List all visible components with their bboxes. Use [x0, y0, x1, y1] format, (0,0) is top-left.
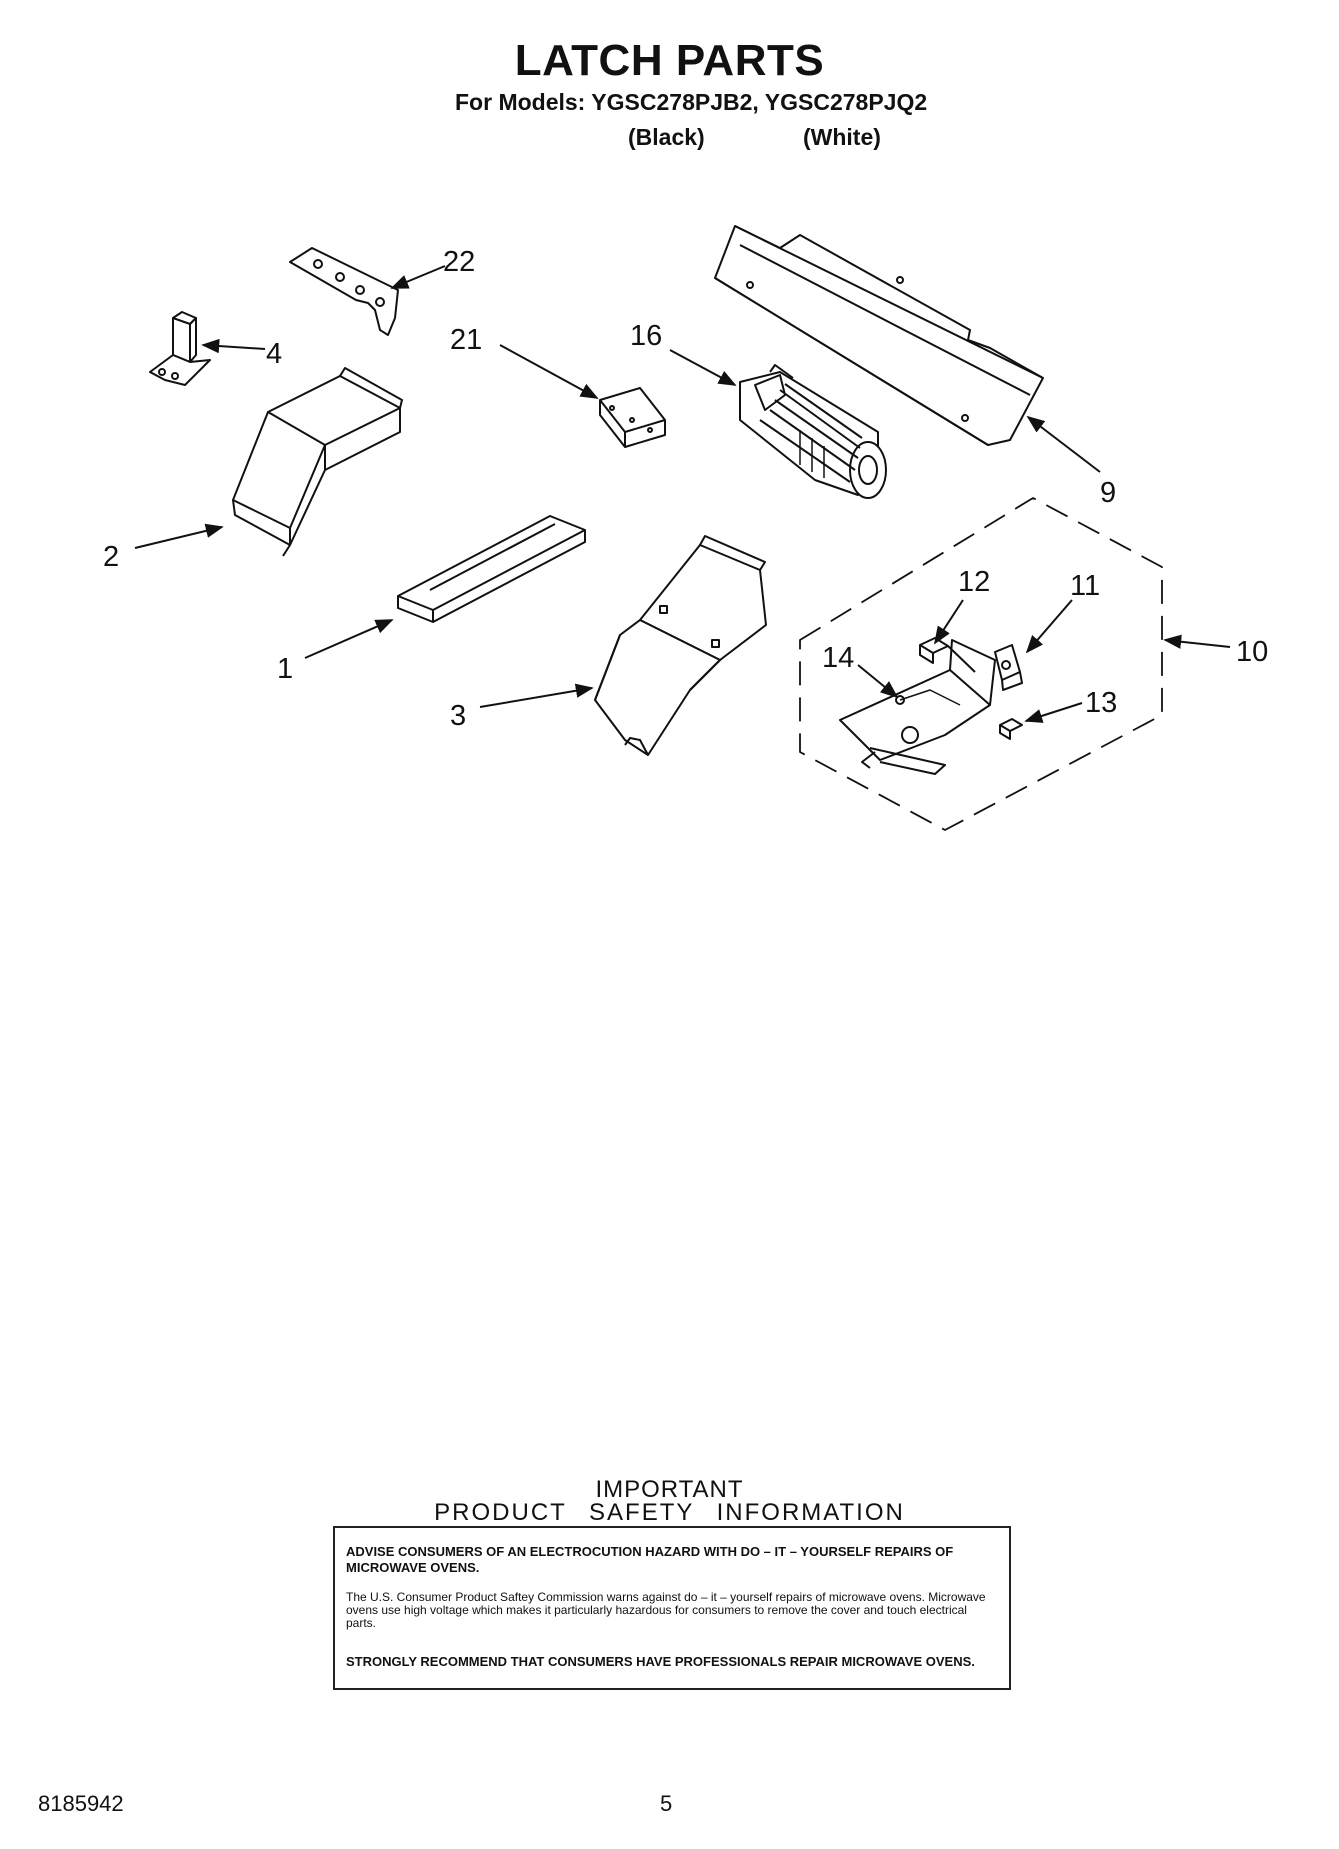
callout-22: 22 — [443, 246, 475, 278]
document-number: 8185942 — [38, 1791, 124, 1816]
callout-3: 3 — [450, 700, 466, 732]
part-13-switch — [999, 718, 1023, 740]
callout-11: 11 — [1070, 570, 1100, 602]
part-1-strip — [397, 515, 586, 623]
part-2-duct — [232, 367, 403, 557]
part-21-block — [599, 387, 666, 448]
page-number: 5 — [660, 1791, 673, 1816]
safety-body-text: The U.S. Consumer Product Saftey Commiss… — [346, 1590, 986, 1630]
part-11-switch — [994, 644, 1023, 691]
safety-section-title: PRODUCT SAFETY INFORMATION — [434, 1499, 905, 1526]
callout-16: 16 — [630, 320, 662, 352]
callout-leaders — [134, 265, 1231, 723]
callout-1: 1 — [277, 653, 293, 685]
color-label-white: (White) — [803, 124, 881, 150]
part-3-shroud — [594, 535, 767, 756]
safety-recommendation: STRONGLY RECOMMEND THAT CONSUMERS HAVE P… — [346, 1654, 975, 1669]
callout-14: 14 — [822, 642, 854, 674]
important-label: IMPORTANT — [595, 1476, 744, 1503]
callout-4: 4 — [266, 338, 282, 370]
color-label-black: (Black) — [628, 124, 705, 150]
callout-13: 13 — [1085, 687, 1117, 719]
callout-10: 10 — [1236, 636, 1268, 668]
safety-warning-heading: ADVISE CONSUMERS OF AN ELECTROCUTION HAZ… — [346, 1544, 954, 1575]
part-10-assembly-outline — [799, 497, 1163, 831]
part-9-channel — [714, 225, 1044, 446]
callout-21: 21 — [450, 324, 482, 356]
part-14-wire — [895, 689, 961, 706]
page-title: LATCH PARTS — [514, 36, 825, 85]
part-12-switch — [919, 637, 976, 673]
callout-2: 2 — [103, 541, 119, 573]
model-numbers: For Models: YGSC278PJB2, YGSC278PJQ2 — [455, 89, 928, 115]
part-16-blower — [739, 364, 887, 499]
callout-12: 12 — [958, 566, 990, 598]
callout-9: 9 — [1100, 477, 1116, 509]
part-4-bracket — [149, 311, 211, 386]
part-10-latch-plate — [839, 639, 996, 775]
part-22-plate — [289, 247, 399, 336]
safety-notice-box: ADVISE CONSUMERS OF AN ELECTROCUTION HAZ… — [333, 1526, 1011, 1690]
